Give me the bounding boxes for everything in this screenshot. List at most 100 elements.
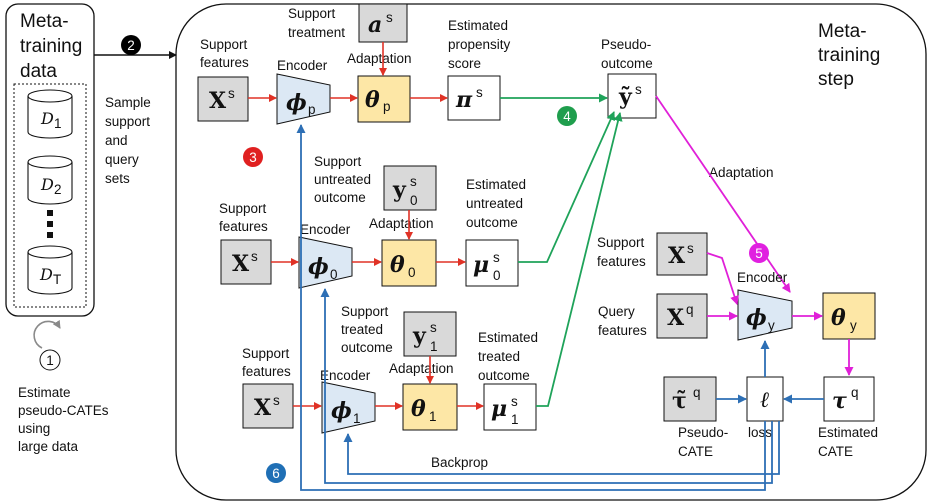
meta-step-line1: Meta-: [818, 21, 867, 42]
row1-support-features-1: Support: [200, 37, 248, 52]
svg-text:s: s: [511, 394, 518, 409]
support-treated-box: y s 1: [403, 311, 457, 357]
svg-text:θ: θ: [390, 252, 405, 278]
svg-text:4: 4: [563, 109, 571, 124]
sample-caption-2: support: [105, 114, 150, 129]
svg-text:y: y: [392, 177, 407, 203]
est-untreated-1: Estimated: [466, 177, 526, 192]
estimated-cate-box: τ q: [823, 376, 875, 422]
svg-text:1: 1: [46, 353, 54, 368]
row3-encoder-label: Encoder: [320, 368, 371, 383]
svg-text:6: 6: [272, 466, 280, 481]
row1-support-features-2: features: [200, 55, 249, 70]
green-arrow-mu1-to-pseudo: [536, 112, 623, 407]
svg-text:X: X: [667, 305, 685, 331]
svg-text:q: q: [693, 385, 701, 400]
query-encoder-phi-y: ϕ y: [737, 289, 793, 341]
query-features-1: Query: [598, 304, 635, 319]
svg-text:τ: τ: [832, 388, 847, 414]
pseudo-outcome-2: outcome: [601, 56, 653, 71]
svg-text:s: s: [687, 241, 694, 256]
dataset-T-sub: T: [53, 272, 61, 287]
svg-text:π: π: [455, 87, 473, 113]
svg-text:0: 0: [330, 267, 338, 282]
dataset-ellipsis: [47, 210, 53, 238]
row3-support-features-2: features: [242, 364, 291, 379]
pseudo-outcome-1: Pseudo-: [601, 37, 651, 52]
svg-text:μ: μ: [491, 396, 507, 422]
step-1-badge: 1: [39, 349, 61, 371]
meta-data-title-line1: Meta-: [20, 11, 69, 32]
svg-text:ϕ: ϕ: [331, 398, 352, 424]
sample-caption-4: query: [105, 152, 139, 167]
svg-text:1: 1: [430, 339, 438, 354]
svg-text:y: y: [768, 318, 775, 333]
step1-caption-1: Estimate: [18, 385, 71, 400]
row2-support-features-2: features: [219, 219, 268, 234]
svg-text:τ̃: τ̃: [672, 388, 687, 414]
svg-text:1: 1: [429, 409, 437, 424]
support-treated-1: Support: [341, 304, 389, 319]
svg-text:1: 1: [353, 411, 361, 426]
svg-text:1: 1: [511, 412, 519, 427]
loss-label: loss: [748, 425, 772, 440]
svg-text:s: s: [493, 250, 500, 265]
svg-text:X: X: [209, 88, 227, 114]
meta-data-title-line2: training: [20, 36, 82, 57]
svg-text:p: p: [383, 99, 391, 114]
svg-text:s: s: [410, 174, 417, 189]
row1-theta-p-box: θ p: [357, 75, 411, 123]
est-untreated-mu-box: μ s 0: [465, 239, 519, 287]
backprop-to-phi-1: [343, 421, 780, 475]
svg-text:q: q: [851, 385, 859, 400]
pseudo-outcome-box: ỹ s: [607, 73, 657, 119]
dataset-T-symbol: D: [39, 265, 53, 284]
support-treatment-box: a s: [358, 3, 408, 43]
row2-adaptation-label: Adaptation: [369, 216, 434, 231]
query-support-x-box: X s: [656, 232, 708, 276]
svg-text:θ: θ: [365, 87, 380, 113]
pseudo-cate-box: τ̃ q: [663, 376, 717, 422]
svg-text:ϕ: ϕ: [746, 305, 767, 331]
backprop-to-phi-0: [320, 288, 773, 484]
est-treated-1: Estimated: [478, 330, 538, 345]
magenta-arrow-pseudo-to-theta-y: [655, 95, 791, 293]
query-x-box: X q: [656, 293, 708, 339]
est-untreated-2: untreated: [466, 196, 523, 211]
svg-text:s: s: [635, 82, 642, 97]
step1-caption-2: pseudo-CATEs: [18, 403, 109, 418]
dataset-T-cylinder: D T: [27, 245, 73, 295]
row3-support-features-box: X s: [242, 383, 294, 429]
query-support-features-2: features: [597, 254, 646, 269]
svg-text:ỹ: ỹ: [618, 84, 633, 110]
support-untreated-3: outcome: [314, 190, 366, 205]
row1-encoder-phi-p: ϕ p: [276, 73, 331, 125]
propensity-pi-box: π s: [447, 75, 501, 121]
estimated-cate-label-1: Estimated: [818, 425, 878, 440]
svg-text:s: s: [386, 10, 393, 25]
step1-caption-4: large data: [18, 439, 79, 454]
support-untreated-1: Support: [314, 154, 362, 169]
svg-text:ϕ: ϕ: [286, 90, 307, 116]
est-propensity-3: score: [448, 56, 481, 71]
svg-text:ℓ: ℓ: [760, 387, 769, 413]
row2-support-features-1: Support: [219, 201, 267, 216]
sample-caption-3: and: [105, 133, 128, 148]
row2-encoder-phi-0: ϕ 0: [298, 236, 353, 289]
support-untreated-2: untreated: [314, 172, 371, 187]
svg-text:q: q: [686, 302, 694, 317]
svg-text:s: s: [228, 86, 235, 101]
svg-text:s: s: [251, 249, 258, 264]
est-treated-2: treated: [478, 349, 520, 364]
step-6-badge: 6: [266, 463, 286, 483]
theta-y-box: θ y: [822, 292, 876, 340]
step-4-badge: 4: [557, 106, 577, 126]
magenta-arrow-xs-to-enc: [706, 252, 739, 305]
row2-encoder-label: Encoder: [300, 222, 351, 237]
dataset-2-sub: 2: [54, 182, 62, 197]
svg-text:μ: μ: [473, 252, 489, 278]
meta-training-step-frame: [175, 3, 927, 501]
svg-text:θ: θ: [831, 305, 846, 331]
dataset-2-symbol: D: [40, 175, 54, 194]
